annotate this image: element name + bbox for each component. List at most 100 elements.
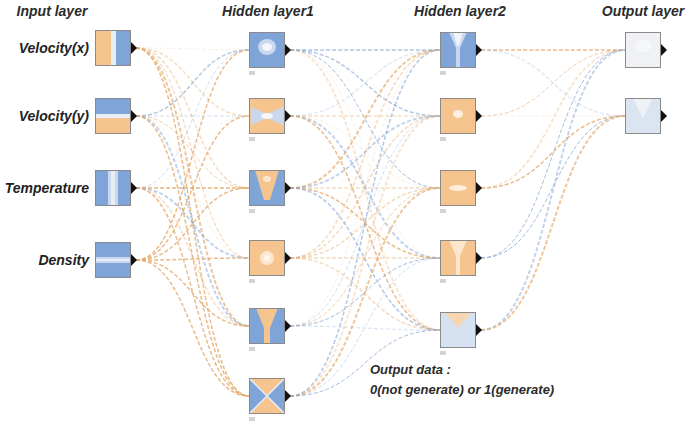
- weight-line: [136, 260, 249, 326]
- weight-line: [481, 49, 625, 51]
- weight-line: [290, 49, 440, 51]
- neuron-tile: [440, 240, 476, 276]
- bias-marker: [249, 71, 255, 75]
- tile-border: [441, 241, 476, 276]
- activation-pattern: [449, 185, 467, 191]
- tile-border: [441, 171, 476, 206]
- weight-line: [136, 188, 249, 260]
- weight-line: [136, 48, 249, 50]
- bias-marker: [440, 71, 446, 75]
- input-feature-tile: Velocity(x): [95, 30, 131, 66]
- output-triangle: [661, 44, 667, 56]
- bias-marker: [249, 417, 255, 421]
- activation-pattern: [249, 170, 285, 206]
- bias-marker: [440, 137, 446, 141]
- weight-line: [290, 188, 440, 258]
- weight-line: [136, 50, 249, 116]
- weight-line: [136, 50, 249, 260]
- bias-marker: [440, 209, 446, 213]
- output-triangle: [131, 182, 137, 194]
- bias-marker: [440, 351, 446, 355]
- input-feature-tile: Temperature: [95, 170, 131, 206]
- activation-pattern: [249, 378, 285, 414]
- weight-line: [290, 50, 440, 188]
- neuron-tile: [440, 312, 476, 348]
- tile-border: [250, 99, 285, 134]
- output-triangle: [285, 110, 291, 122]
- activation-pattern: [635, 40, 651, 52]
- activation-pattern: [95, 114, 131, 118]
- input-pattern: [95, 98, 131, 134]
- input-feature-tile: Density: [95, 242, 131, 278]
- output-triangle: [476, 110, 482, 122]
- activation-pattern: [95, 259, 131, 261]
- layer-heading: Output layer: [573, 3, 692, 19]
- neuron-tile: [249, 98, 285, 134]
- tile-border: [441, 33, 476, 68]
- bias-marker: [440, 279, 446, 283]
- weight-line: [290, 116, 440, 396]
- neuron-tile: [249, 378, 285, 414]
- activation-pattern: [258, 39, 276, 55]
- activation-pattern: [249, 308, 285, 344]
- tile-border: [250, 379, 285, 414]
- weight-line: [290, 116, 440, 258]
- input-pattern: [95, 170, 131, 206]
- activation-pattern: [625, 32, 661, 68]
- output-note: 0(not generate) or 1(generate): [370, 382, 610, 397]
- input-pattern: [95, 242, 131, 278]
- output-triangle: [285, 182, 291, 194]
- weight-line: [481, 50, 625, 188]
- weight-line: [136, 260, 249, 396]
- tile-border: [626, 99, 661, 134]
- weight-line: [481, 116, 625, 188]
- output-triangle: [476, 252, 482, 264]
- activation-pattern: [449, 240, 467, 276]
- output-triangle: [661, 110, 667, 122]
- neuron-tile: [440, 98, 476, 134]
- activation-pattern: [108, 170, 118, 206]
- output-triangle: [285, 252, 291, 264]
- weight-line: [290, 50, 440, 326]
- output-triangle: [131, 42, 137, 54]
- weight-line: [481, 50, 625, 258]
- activation-pattern: [625, 98, 661, 134]
- neuron-tile: [440, 170, 476, 206]
- bias-marker: [249, 209, 255, 213]
- tile-border: [96, 243, 131, 278]
- weight-line: [136, 188, 249, 258]
- activation-pattern: [95, 30, 131, 66]
- activation-pattern: [264, 255, 270, 261]
- activation-pattern: [95, 98, 131, 134]
- activation-pattern: [255, 170, 279, 200]
- bias-marker: [249, 279, 255, 283]
- activation-pattern: [249, 378, 285, 396]
- weight-line: [290, 50, 440, 258]
- tile-border: [250, 309, 285, 344]
- activation-pattern: [440, 240, 476, 276]
- activation-pattern: [111, 30, 116, 66]
- feature-label: Velocity(x): [19, 40, 89, 56]
- output-triangle: [131, 254, 137, 266]
- input-pattern: [95, 30, 131, 66]
- activation-pattern: [95, 116, 131, 134]
- weight-line: [136, 115, 249, 117]
- weight-line: [136, 48, 249, 396]
- tile-border: [250, 33, 285, 68]
- tile-border: [626, 33, 661, 68]
- weight-line: [290, 50, 440, 116]
- weight-line: [290, 188, 440, 258]
- feature-label: Density: [38, 252, 89, 268]
- activation-pattern: [263, 176, 271, 182]
- feature-label: Temperature: [5, 180, 89, 196]
- output-triangle: [285, 44, 291, 56]
- layer-heading: Hidden layer2: [390, 3, 530, 19]
- activation-pattern: [256, 308, 278, 344]
- output-triangle: [285, 390, 291, 402]
- output-triangle: [476, 44, 482, 56]
- activation-pattern: [453, 110, 463, 118]
- layer-heading: Hidden layer1: [198, 3, 338, 19]
- activation-pattern: [262, 43, 272, 51]
- weight-line: [481, 116, 625, 117]
